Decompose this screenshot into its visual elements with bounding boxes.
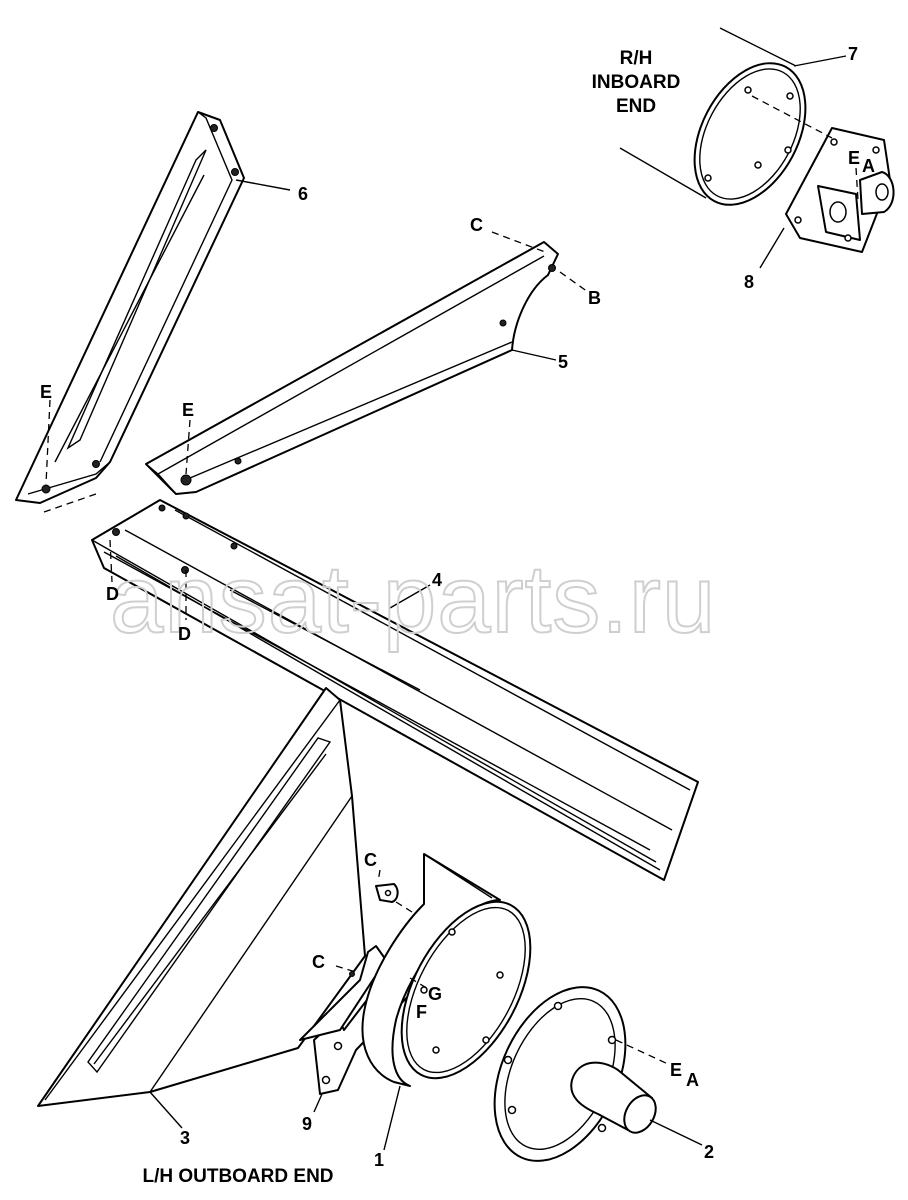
caption-lh-outboard-end: L/H OUTBOARD END [142, 1166, 333, 1187]
part-7-drum-rh [619, 27, 847, 206]
fastener-clip-c [375, 883, 399, 903]
callout-part-5: 5 [558, 352, 568, 372]
ref-letter-a-bottom: A [686, 1070, 699, 1090]
callout-part-8: 8 [744, 272, 754, 292]
part-4-channel-beam [91, 499, 699, 881]
callout-part-7: 7 [848, 44, 858, 64]
callout-part-1: 1 [374, 1150, 384, 1170]
ref-letter-f: F [416, 1002, 427, 1022]
caption-rh-inboard-end: R/H INBOARD END [592, 48, 681, 117]
ref-letter-e-bottom: E [670, 1060, 682, 1080]
part-2-hub-shaft [493, 986, 703, 1162]
ref-letter-e-left: E [40, 382, 52, 402]
callout-part-9: 9 [302, 1114, 312, 1134]
caption-rh-line-2: INBOARD [592, 72, 681, 93]
part-6-support-bracket [15, 111, 291, 504]
part-1-drum-lh [361, 853, 532, 1151]
ref-letter-d-left: D [106, 584, 119, 604]
ref-letter-a-top: A [862, 156, 875, 176]
ref-letter-c-top: C [470, 215, 483, 235]
ref-letter-c-low: C [312, 952, 325, 972]
callout-part-2: 2 [704, 1142, 714, 1162]
caption-rh-line-3: END [616, 96, 656, 117]
callout-part-4: 4 [432, 570, 442, 590]
callout-part-3: 3 [180, 1128, 190, 1148]
caption-rh-line-1: R/H [620, 48, 653, 69]
reference-lines [43, 95, 859, 1065]
part-5-angled-brace [145, 241, 559, 495]
ref-letter-c-mid: C [364, 850, 377, 870]
ref-letter-e-top: E [848, 148, 860, 168]
part-8-bearing-bracket [759, 127, 895, 269]
ref-letter-e-mid: E [182, 400, 194, 420]
part-3-end-panel [37, 687, 366, 1129]
ref-letter-d-right: D [178, 624, 191, 644]
callout-part-6: 6 [298, 184, 308, 204]
ref-letter-g: G [428, 984, 442, 1004]
ref-letter-b: B [588, 288, 601, 308]
watermark: ansat-parts.ru [110, 546, 716, 653]
